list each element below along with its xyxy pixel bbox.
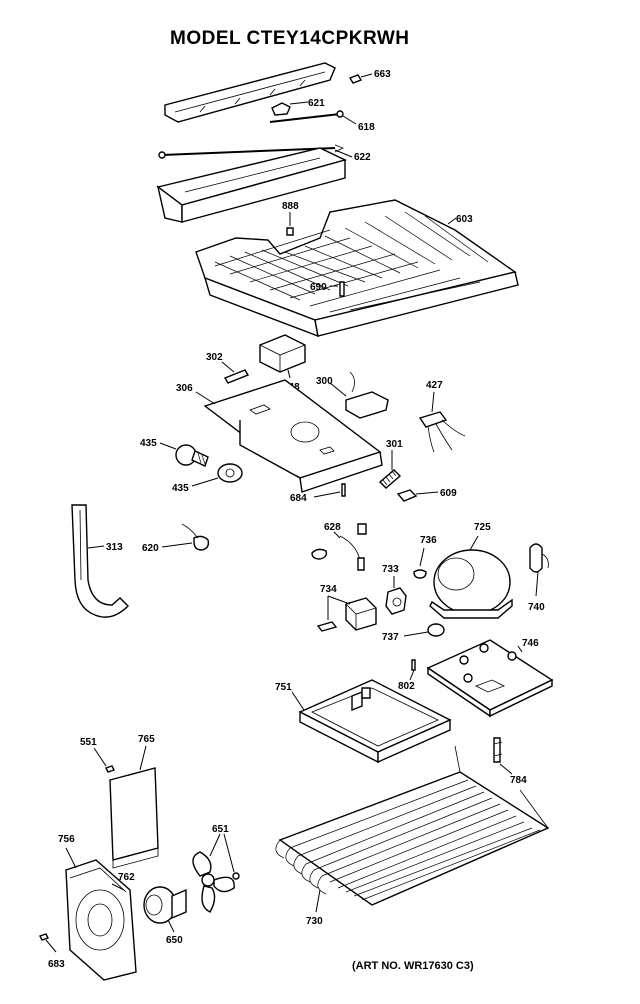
part-618-rod xyxy=(269,110,357,125)
callout-751: 751 xyxy=(275,682,292,693)
part-551-screw xyxy=(93,747,115,773)
callout-733: 733 xyxy=(382,564,399,575)
callout-621: 621 xyxy=(308,98,325,109)
part-888-screw xyxy=(286,212,294,236)
callout-736: 736 xyxy=(420,535,437,546)
callout-628: 628 xyxy=(324,522,341,533)
callout-603: 603 xyxy=(456,214,473,225)
callout-609: 609 xyxy=(440,488,457,499)
part-684-screw xyxy=(313,483,346,498)
part-435-bulb xyxy=(159,442,209,467)
part-740-clip xyxy=(529,543,549,597)
part-756-fan-shroud xyxy=(65,847,137,981)
callout-765: 765 xyxy=(138,734,155,745)
art-number: (ART NO. WR17630 C3) xyxy=(352,960,474,972)
callout-651: 651 xyxy=(212,824,229,835)
callout-734: 734 xyxy=(320,584,337,595)
callout-683: 683 xyxy=(48,959,65,970)
part-302-pin xyxy=(221,361,250,384)
part-622-rod xyxy=(158,144,353,159)
model-title: MODEL CTEY14CPKRWH xyxy=(170,28,410,49)
part-683-screw xyxy=(39,933,57,953)
callout-301: 301 xyxy=(386,439,403,450)
part-736-grommet xyxy=(413,547,427,579)
callout-684: 684 xyxy=(290,493,307,504)
part-427-capacitor xyxy=(418,391,466,453)
part-301-spring xyxy=(378,450,402,489)
part-765-baffle xyxy=(109,745,159,869)
callout-888: 888 xyxy=(282,201,299,212)
part-746-base-plate xyxy=(426,639,554,718)
part-621-bracket xyxy=(271,101,309,116)
callout-313: 313 xyxy=(106,542,123,553)
callout-306: 306 xyxy=(176,383,193,394)
callout-756: 756 xyxy=(58,834,75,845)
part-648-thermostat xyxy=(259,334,306,379)
part-733-overload xyxy=(385,576,407,615)
part-651-fan-blade xyxy=(192,833,240,913)
part-603-shelf xyxy=(195,199,519,338)
callout-690: 690 xyxy=(310,282,327,293)
callout-618: 618 xyxy=(358,122,375,133)
callout-435-bulb: 435 xyxy=(140,438,157,449)
callout-300: 300 xyxy=(316,376,333,387)
part-435-socket xyxy=(191,463,243,487)
callout-427: 427 xyxy=(426,380,443,391)
part-734-relay xyxy=(316,595,377,632)
callout-622: 622 xyxy=(354,152,371,163)
callout-620: 620 xyxy=(142,543,159,554)
part-300-switch xyxy=(329,371,389,419)
part-650-motor xyxy=(143,886,187,933)
callout-725: 725 xyxy=(474,522,491,533)
callout-802: 802 xyxy=(398,681,415,692)
callout-551: 551 xyxy=(80,737,97,748)
part-784-bracket xyxy=(493,737,513,775)
part-306-control-housing xyxy=(195,379,383,493)
callout-737: 737 xyxy=(382,632,399,643)
part-top-rail xyxy=(164,62,336,123)
callout-762: 762 xyxy=(118,872,135,883)
callout-784: 784 xyxy=(510,775,527,786)
part-620 xyxy=(161,523,210,551)
part-duct-channel xyxy=(156,147,347,223)
callout-302: 302 xyxy=(206,352,223,363)
part-628-relay xyxy=(311,523,367,571)
callout-435-socket: 435 xyxy=(172,483,189,494)
part-690-screw xyxy=(330,281,345,297)
part-725-compressor xyxy=(429,535,513,619)
part-663-screw xyxy=(348,73,373,84)
part-730-evaporator xyxy=(275,745,550,913)
part-313-drain-tube xyxy=(71,504,129,618)
callout-740: 740 xyxy=(528,602,545,613)
callout-663: 663 xyxy=(374,69,391,80)
part-802-screw xyxy=(409,659,416,681)
part-751-drain-pan xyxy=(291,679,452,764)
part-737-grommet xyxy=(403,623,445,637)
callout-650: 650 xyxy=(166,935,183,946)
callout-746: 746 xyxy=(522,638,539,649)
part-762-motor xyxy=(111,883,125,891)
part-609-knob xyxy=(396,489,439,502)
callout-730: 730 xyxy=(306,916,323,927)
